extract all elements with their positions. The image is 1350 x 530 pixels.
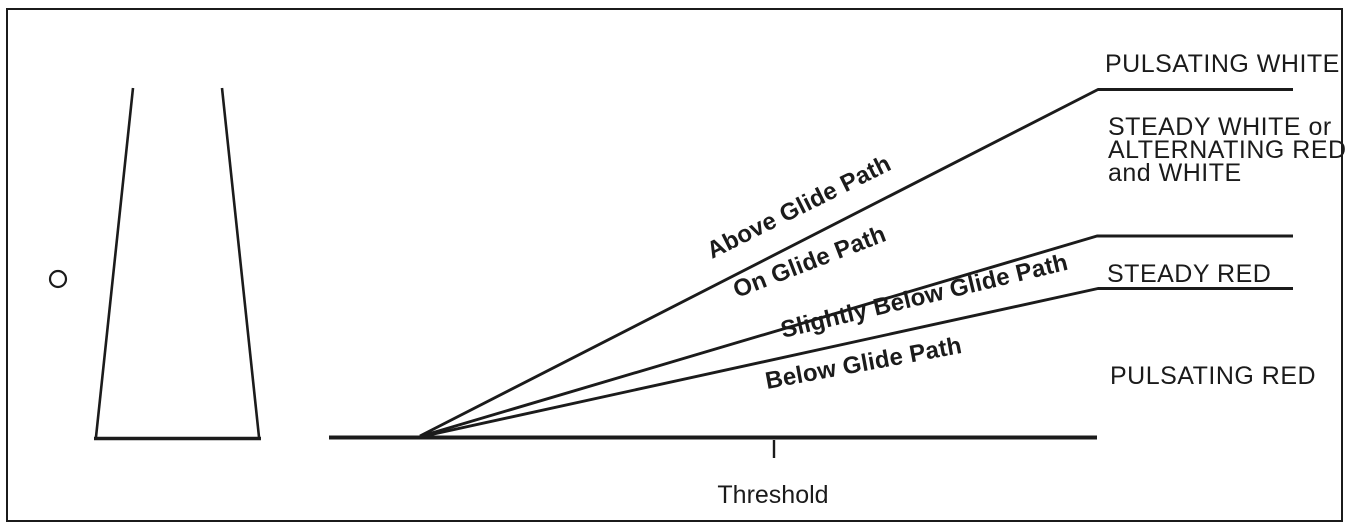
middle-glide-path-line [419,234,1293,438]
lower-glide-path-line [419,287,1293,439]
steady-white-alternating-label: STEADY WHITE or ALTERNATING RED and WHIT… [1108,113,1347,187]
light-unit-icon [48,269,68,289]
pulsating-white-label: PULSATING WHITE [1105,50,1340,78]
runway-icon [94,87,261,441]
pulsating-red-label: PULSATING RED [1110,362,1316,390]
runway-right-edge [220,87,261,438]
steady-white-line1: STEADY WHITE or [1108,113,1332,141]
upper-glide-path-line [419,88,1293,438]
diagram-border [6,8,1343,522]
threshold-label: Threshold [717,481,828,509]
steady-red-label: STEADY RED [1107,260,1271,288]
steady-white-line3: and WHITE [1108,159,1242,187]
runway-left-edge [94,87,135,438]
steady-white-line2: ALTERNATING RED [1108,136,1347,164]
